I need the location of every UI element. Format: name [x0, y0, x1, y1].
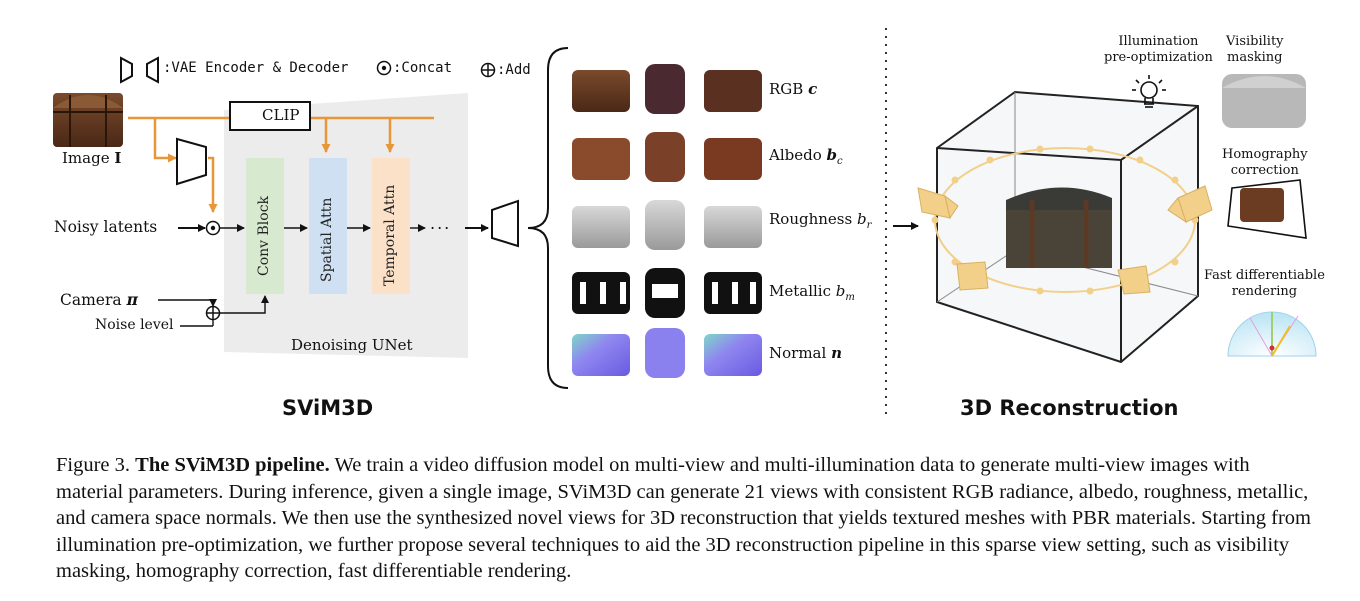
illumination-label: Illumination pre-optimization	[1104, 34, 1213, 65]
lightbulb-icon	[1132, 75, 1166, 108]
vae-icon	[120, 56, 159, 84]
albedo-thumbnails	[572, 132, 762, 182]
decoder-icon	[491, 199, 519, 248]
spatial-attn-label: Spatial Attn	[319, 197, 335, 282]
add-node	[205, 305, 221, 321]
temporal-attn-label: Temporal Attn	[382, 184, 398, 286]
clip-label: CLIP	[262, 106, 300, 124]
noisy-latents-label: Noisy latents	[54, 218, 158, 236]
concat-icon	[376, 60, 392, 76]
output-brace	[527, 47, 569, 389]
render-dome-icon	[1227, 311, 1317, 357]
figure: :VAE Encoder & Decoder :Concat :Add Imag…	[53, 28, 1325, 420]
figure-caption: Figure 3. The SViM3D pipeline. We train …	[56, 452, 1316, 585]
output-label-albedo: Albedo bc	[769, 146, 843, 167]
noise-level-label: Noise level	[95, 317, 174, 333]
ellipsis: ...	[430, 214, 452, 233]
fast-render-label: Fast differentiable rendering	[1204, 268, 1325, 299]
visibility-label: Visibility masking	[1226, 34, 1284, 65]
metallic-thumbnails	[572, 268, 762, 318]
caption-text: We train a video diffusion model on mult…	[56, 454, 1311, 582]
pipeline-diagram	[53, 28, 1317, 420]
caption-bold: The SViM3D pipeline.	[135, 454, 330, 476]
image-label: Image I	[62, 149, 122, 167]
camera-label: Camera π	[60, 290, 138, 309]
output-label-metallic: Metallic bm	[769, 282, 855, 303]
homography-label: Homography correction	[1222, 147, 1308, 178]
unet-caption: Denoising UNet	[291, 336, 413, 354]
section-title-svim3d: SViM3D	[282, 396, 374, 420]
output-label-roughness: Roughness br	[769, 210, 872, 231]
concat-node	[205, 220, 221, 236]
legend-vae-label: :VAE Encoder & Decoder	[163, 60, 349, 76]
spatial-attn-box	[309, 158, 347, 294]
normal-thumbnails	[572, 328, 762, 378]
output-label-normal: Normal n	[769, 344, 842, 362]
section-title-recon: 3D Reconstruction	[960, 396, 1179, 420]
legend-add-label: :Add	[497, 62, 531, 78]
homography-thumb	[1227, 179, 1307, 239]
conv-block-box	[246, 158, 284, 294]
caption-prefix: Figure 3.	[56, 454, 136, 476]
orbit-dots	[931, 145, 1199, 295]
output-label-rgb: RGB c	[769, 80, 818, 98]
legend-concat-label: :Concat	[393, 60, 453, 76]
encoder-icon	[176, 137, 207, 186]
visibility-mask-thumb	[1222, 74, 1306, 128]
clip-box	[229, 101, 311, 131]
temporal-attn-box	[372, 158, 410, 294]
conv-block-label: Conv Block	[256, 195, 272, 276]
input-chest-image	[53, 93, 123, 147]
recon-chest	[1006, 187, 1112, 268]
add-icon	[480, 62, 496, 78]
roughness-thumbnails	[572, 200, 762, 250]
camera-icons	[917, 185, 1213, 295]
rgb-thumbnails	[572, 64, 762, 114]
